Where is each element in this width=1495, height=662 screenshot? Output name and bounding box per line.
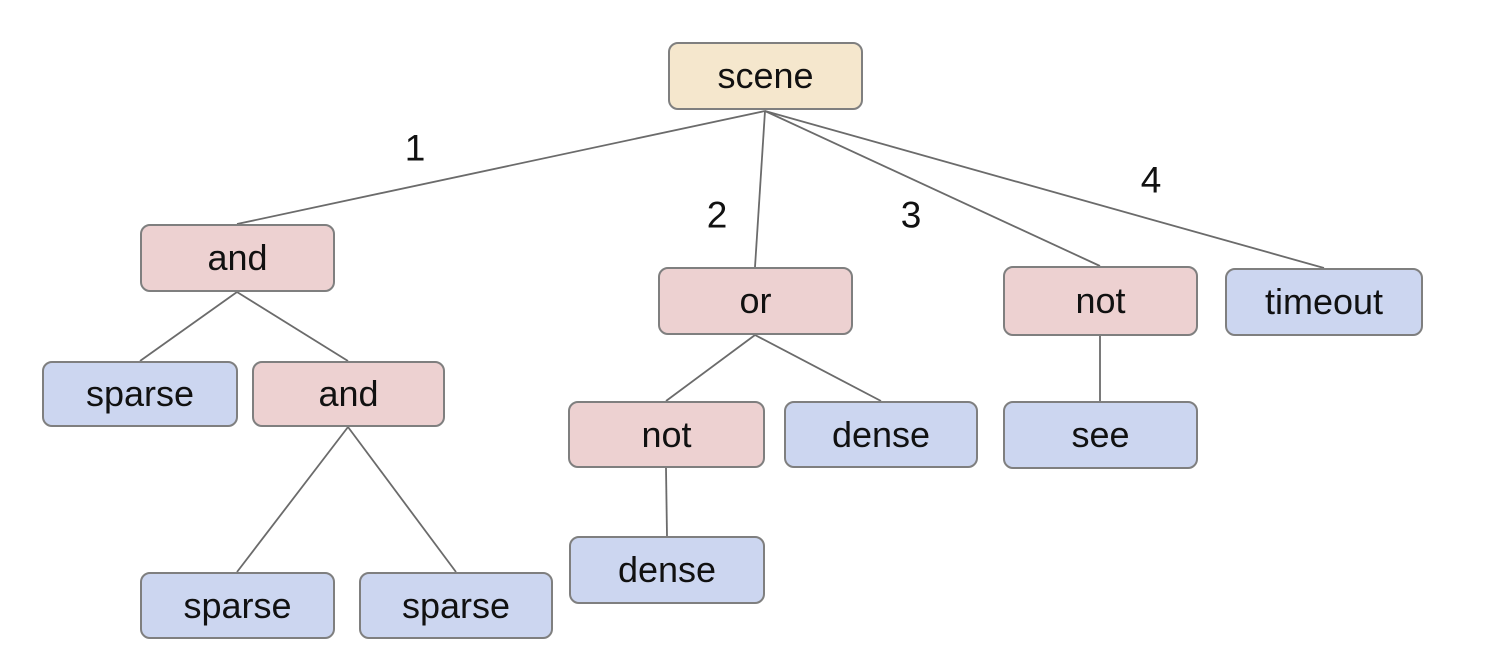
node-label: and <box>318 373 379 414</box>
node-label: or <box>739 280 772 321</box>
edge-label-2: 2 <box>706 194 728 236</box>
edge-label-4: 4 <box>1140 159 1162 201</box>
node-label: sparse <box>401 584 511 626</box>
edge-and2-sparse2 <box>347 426 457 573</box>
node-dense-b: dense <box>569 536 765 604</box>
edge-and2-sparse <box>236 426 349 573</box>
node-scene: scene <box>668 42 863 110</box>
node-label: scene <box>717 55 814 96</box>
edge-and-sparse <box>139 291 238 362</box>
node-label: sparse <box>183 584 292 626</box>
edge-not-dense <box>665 467 668 537</box>
node-label: not <box>641 413 692 455</box>
node-label: see <box>1071 414 1130 455</box>
node-or: or <box>658 267 853 335</box>
node-dense-a: dense <box>784 401 978 468</box>
node-sparse-c: sparse <box>359 572 553 639</box>
edge-or-not <box>665 334 756 402</box>
node-sparse-b: sparse <box>140 572 335 639</box>
node-label: and <box>207 237 268 278</box>
node-label: not <box>1075 280 1126 321</box>
node-timeout: timeout <box>1225 268 1423 336</box>
edge-and-and <box>236 291 349 362</box>
node-label: sparse <box>85 373 195 414</box>
edge-scene-and <box>236 110 766 225</box>
edge-or-dense <box>754 334 882 402</box>
edge-scene-or <box>754 110 766 268</box>
node-label: dense <box>831 413 931 455</box>
edge-scene-not <box>764 110 1101 267</box>
node-not-b: not <box>1003 266 1198 336</box>
edge-label-1: 1 <box>404 127 426 169</box>
node-and-a: and <box>140 224 335 292</box>
node-and-b: and <box>252 361 445 427</box>
edge-label-3: 3 <box>900 194 922 236</box>
node-see: see <box>1003 401 1198 469</box>
edge-scene-timeout <box>764 110 1325 269</box>
node-label: timeout <box>1264 281 1384 322</box>
node-label: dense <box>617 549 717 590</box>
node-sparse-a: sparse <box>42 361 238 427</box>
node-not-a: not <box>568 401 765 468</box>
